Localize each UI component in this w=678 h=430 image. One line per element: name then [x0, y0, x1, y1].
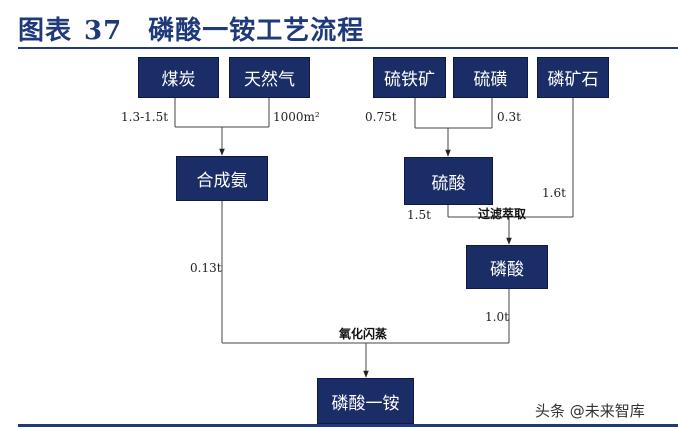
label-gas-qty: 1000m² [273, 110, 320, 124]
label-phos-acid-qty: 1.0t [485, 310, 509, 324]
label-rock-qty: 1.6t [542, 186, 566, 200]
watermark: 头条 @未来智库 [535, 402, 645, 420]
label-filtration-extraction: 过滤萃取 [478, 207, 527, 221]
figure-title-text: 磷酸一铵工艺流程 [148, 16, 365, 46]
node-natural-gas: 天然气 [229, 57, 310, 98]
figure-title-prefix: 图表 [18, 16, 73, 46]
label-ammonia-qty: 0.13t [190, 261, 222, 275]
title-bar: 图表 37 磷酸一铵工艺流程 [0, 0, 678, 48]
label-acid-qty: 1.5t [407, 208, 431, 222]
label-sulfur-qty: 0.3t [497, 110, 521, 124]
node-coal: 煤炭 [138, 57, 219, 98]
node-monoammonium-phosphate: 磷酸一铵 [317, 378, 414, 424]
label-ammoniation: 氧化闪蒸 [339, 327, 388, 341]
node-synthetic-ammonia: 合成氨 [176, 156, 268, 201]
label-coal-qty: 1.3-1.5t [121, 110, 169, 124]
bottom-divider [18, 424, 678, 427]
node-phosphoric-acid: 磷酸 [466, 245, 548, 289]
figure-title-number: 37 [84, 16, 123, 46]
node-sulfuric-acid: 硫酸 [404, 157, 493, 205]
node-pyrite: 硫铁矿 [373, 57, 446, 98]
figure-title: 图表 37 磷酸一铵工艺流程 [18, 10, 364, 47]
label-pyrite-qty: 0.75t [365, 110, 397, 124]
title-divider [18, 47, 678, 49]
node-sulfur: 硫磺 [453, 57, 528, 98]
node-phosphate-rock: 磷矿石 [537, 57, 609, 98]
